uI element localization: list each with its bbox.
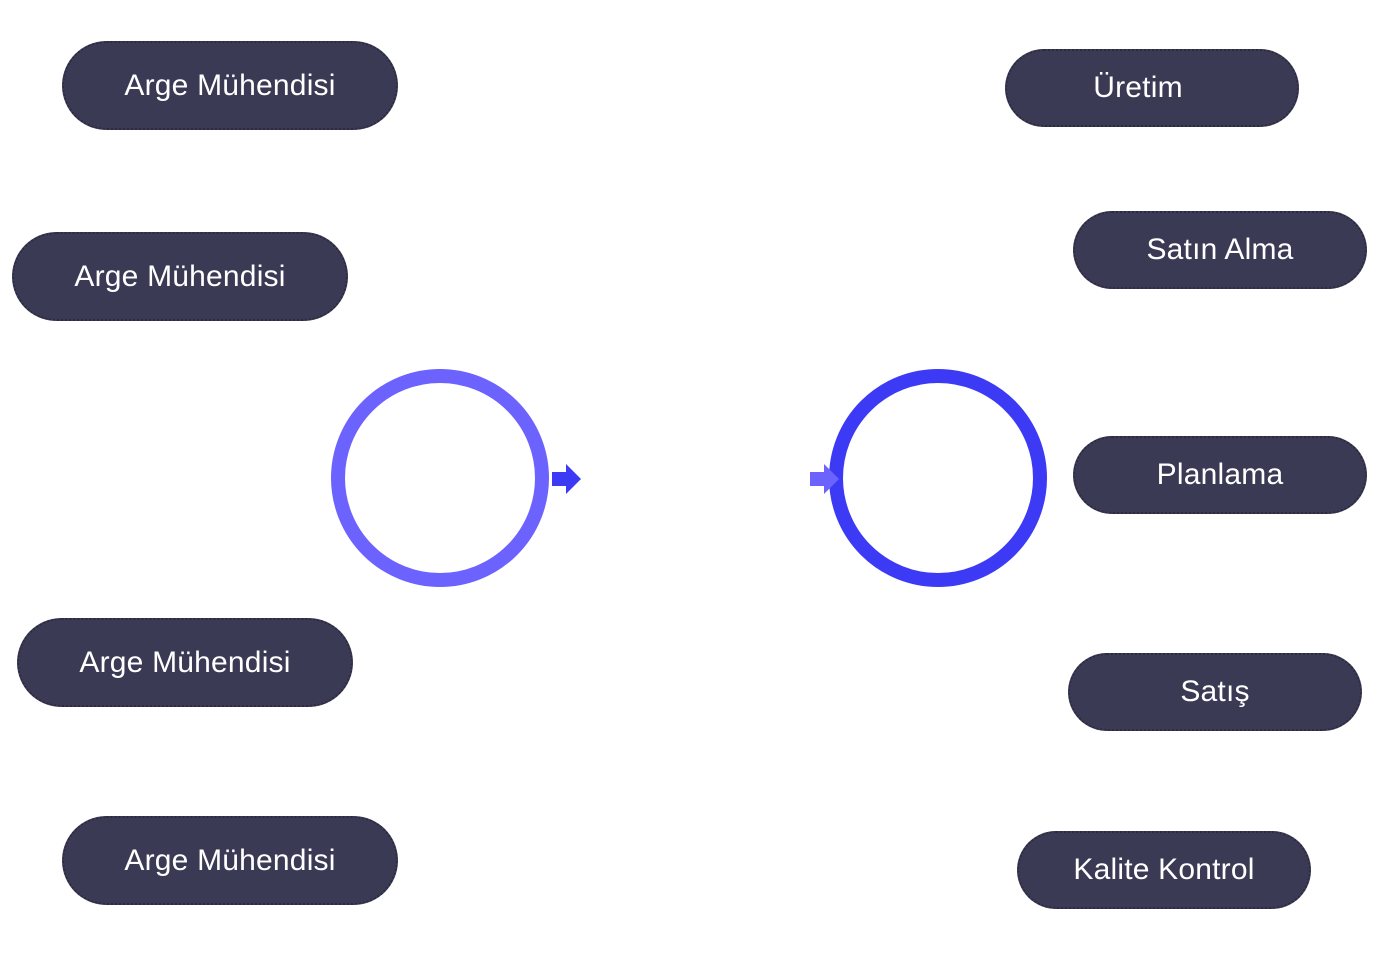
left-node: Arge Mühendisi xyxy=(17,618,353,707)
left-node: Arge Mühendisi xyxy=(62,816,398,905)
right-node-kalite-kontrol: Kalite Kontrol xyxy=(1017,831,1311,909)
right-arrow-right-icon xyxy=(810,464,839,494)
right-node-uretim: Üretim xyxy=(1005,49,1299,127)
right-node-satis: Satış xyxy=(1068,653,1362,731)
right-node-label: Planlama xyxy=(1156,458,1284,491)
right-node-label: Satın Alma xyxy=(1146,233,1294,266)
left-arrow-right-icon xyxy=(552,464,581,494)
right-node-satin-alma: Satın Alma xyxy=(1073,211,1367,289)
left-node: Arge Mühendisi xyxy=(62,41,398,130)
left-node-label: Arge Mühendisi xyxy=(124,843,336,877)
left-node-label: Arge Mühendisi xyxy=(124,68,336,102)
right-hub-circle-ring-icon xyxy=(829,369,1047,587)
right-node-label: Kalite Kontrol xyxy=(1073,853,1255,886)
right-node-label: Satış xyxy=(1180,675,1250,708)
left-node: Arge Mühendisi xyxy=(12,232,348,321)
right-node-label: Üretim xyxy=(1093,71,1183,104)
right-node-planlama: Planlama xyxy=(1073,436,1367,514)
left-node-label: Arge Mühendisi xyxy=(74,259,286,293)
left-node-label: Arge Mühendisi xyxy=(79,645,291,679)
left-hub-circle-ring-icon xyxy=(331,369,549,587)
